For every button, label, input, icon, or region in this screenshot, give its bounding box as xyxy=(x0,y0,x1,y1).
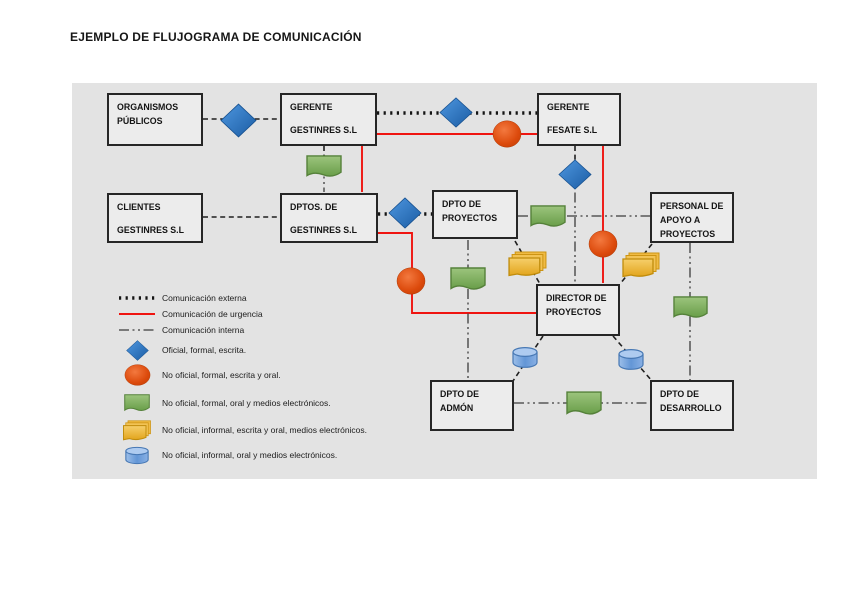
database-icon xyxy=(112,446,162,465)
legend-item: No oficial, informal, escrita y oral, me… xyxy=(112,418,367,442)
node-clientes-gestinres: CLIENTES GESTINRES S.L xyxy=(107,193,203,243)
node-label: ADMÓN xyxy=(440,403,474,413)
node-dpto-desarrollo: DPTO DE DESARROLLO xyxy=(650,380,734,431)
database-icon xyxy=(512,347,538,368)
node-label: FESATE S.L xyxy=(547,125,598,135)
legend-label: No oficial, informal, oral y medios elec… xyxy=(162,450,338,460)
legend-label: No oficial, informal, escrita y oral, me… xyxy=(162,425,368,435)
node-label: DPTO DE xyxy=(440,389,479,399)
page-title: EJEMPLO DE FLUJOGRAMA DE COMUNICACIÓN xyxy=(70,30,362,44)
node-organismos-publicos: ORGANISMOS PÚBLICOS xyxy=(107,93,203,146)
informal-circle-icon xyxy=(112,364,162,386)
node-gerente-fesate: GERENTE FESATE S.L xyxy=(537,93,621,146)
legend-item: Oficial, formal, escrita. xyxy=(112,338,367,362)
node-dptos-gestinres: DPTOS. DE GESTINRES S.L xyxy=(280,193,378,243)
database-icon xyxy=(618,349,644,370)
node-personal-apoyo-proyectos: PERSONAL DE APOYO A PROYECTOS xyxy=(650,192,734,243)
document-icon xyxy=(530,205,566,227)
legend-label: No oficial, formal, escrita y oral. xyxy=(162,370,281,380)
document-icon xyxy=(450,267,486,290)
official-diamond-icon xyxy=(112,339,162,361)
legend-item: Comunicación de urgencia xyxy=(112,306,367,322)
document-icon xyxy=(673,296,708,318)
internal-line-icon xyxy=(112,326,162,334)
informal-circle-icon xyxy=(492,120,522,148)
legend-item: No oficial, informal, oral y medios elec… xyxy=(112,442,367,468)
diagram-canvas xyxy=(203,97,708,415)
node-label: DESARROLLO xyxy=(660,403,722,413)
node-gerente-gestinres: GERENTE GESTINRES S.L xyxy=(280,93,377,146)
node-label: GESTINRES S.L xyxy=(290,125,357,135)
informal-circle-icon xyxy=(588,230,618,258)
legend-item: No oficial, formal, oral y medios electr… xyxy=(112,388,367,418)
document-icon xyxy=(306,155,342,177)
folder-icon xyxy=(622,252,660,278)
folder-icon xyxy=(112,419,162,441)
legend-label: Oficial, formal, escrita. xyxy=(162,345,247,355)
node-label: ORGANISMOS xyxy=(117,102,179,112)
node-label: PROYECTOS xyxy=(546,307,602,317)
node-label: PÚBLICOS xyxy=(117,116,163,126)
node-label: PERSONAL DE xyxy=(660,201,724,211)
folder-icon xyxy=(508,251,547,277)
legend-item: Comunicación externa xyxy=(112,290,367,306)
node-label: CLIENTES xyxy=(117,202,161,212)
document-icon xyxy=(566,391,602,415)
node-label: PROYECTOS xyxy=(660,229,716,239)
node-label: GERENTE xyxy=(547,102,590,112)
legend-item: No oficial, formal, escrita y oral. xyxy=(112,362,367,388)
node-label: PROYECTOS xyxy=(442,213,498,223)
legend-item: Comunicación interna xyxy=(112,322,367,338)
node-label: DPTO DE xyxy=(442,199,481,209)
node-label: DPTO DE xyxy=(660,389,699,399)
document-icon xyxy=(112,394,162,412)
node-label: APOYO A xyxy=(660,215,701,225)
external-line-icon xyxy=(112,294,162,302)
urgent-line-icon xyxy=(112,310,162,318)
node-label: GERENTE xyxy=(290,102,333,112)
official-diamond-icon xyxy=(220,103,257,138)
official-diamond-icon xyxy=(388,197,422,229)
official-diamond-icon xyxy=(439,97,473,128)
node-label: GESTINRES S.L xyxy=(290,225,357,235)
node-label: DPTOS. DE xyxy=(290,202,338,212)
official-diamond-icon xyxy=(558,159,592,190)
legend-label: Comunicación de urgencia xyxy=(162,309,263,319)
node-label: GESTINRES S.L xyxy=(117,225,184,235)
node-dpto-admon: DPTO DE ADMÓN xyxy=(430,380,514,431)
node-dpto-proyectos: DPTO DE PROYECTOS xyxy=(432,190,518,239)
node-director-proyectos: DIRECTOR DE PROYECTOS xyxy=(536,284,620,336)
legend-label: No oficial, formal, oral y medios electr… xyxy=(162,398,331,408)
informal-circle-icon xyxy=(396,267,426,295)
node-label: DIRECTOR DE xyxy=(546,293,607,303)
legend-label: Comunicación interna xyxy=(162,325,245,335)
legend-label: Comunicación externa xyxy=(162,293,247,303)
